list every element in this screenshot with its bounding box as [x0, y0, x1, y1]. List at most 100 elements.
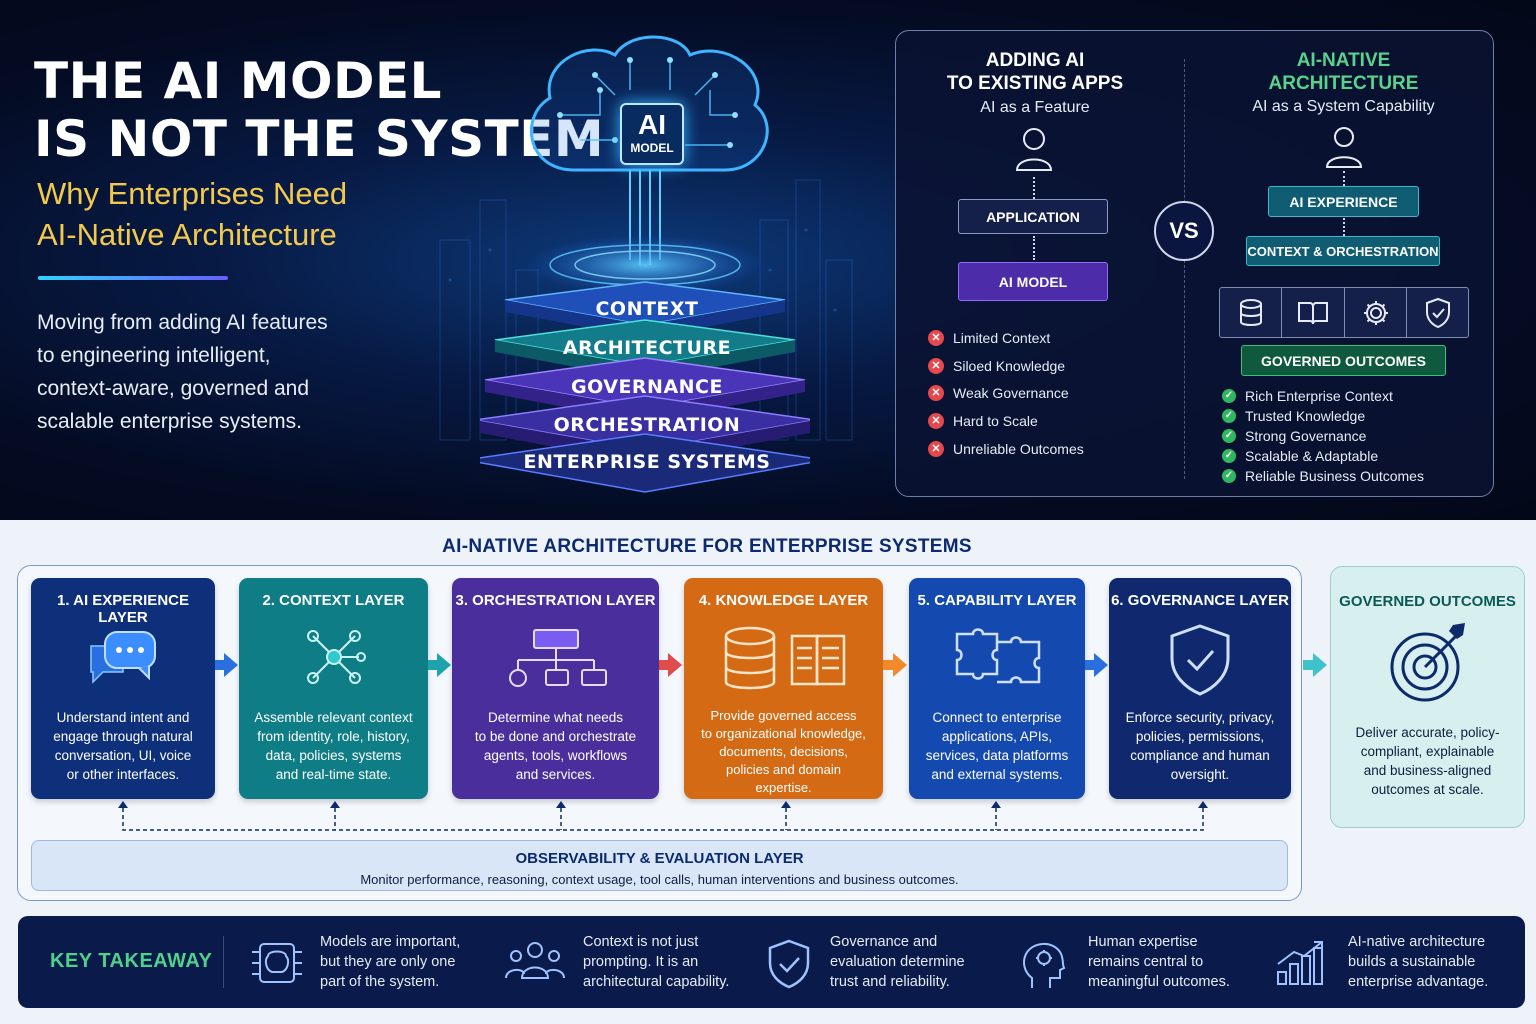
- flow-arrow-icon: [1313, 653, 1327, 677]
- issue-item: ✕Weak Governance: [928, 385, 1069, 401]
- check-icon: ✓: [1222, 409, 1236, 423]
- shield-check-icon: [1425, 297, 1450, 329]
- stack-label-architecture: ARCHITECTURE: [562, 337, 732, 359]
- issue-item: ✕Unreliable Outcomes: [928, 441, 1084, 457]
- layer-context: 2. CONTEXT LAYER Assemble relevant conte…: [239, 578, 428, 799]
- takeaway-text: Governance and evaluation determine trus…: [830, 934, 965, 990]
- network-nodes-icon: [307, 630, 366, 684]
- capability-icons-row: [1219, 287, 1469, 338]
- check-icon: ✓: [1222, 429, 1236, 443]
- benefit-item: ✓Strong Governance: [1222, 428, 1366, 444]
- growth-chart-icon: [1277, 941, 1323, 985]
- observability-description: Monitor performance, reasoning, context …: [360, 872, 959, 887]
- flow-arrow-stem: [659, 660, 669, 670]
- feedback-connectors: [118, 801, 1208, 831]
- left-subheading: AI as a Feature: [980, 99, 1090, 116]
- benefit-item: ✓Rich Enterprise Context: [1222, 388, 1393, 404]
- context-orchestration-box: CONTEXT & ORCHESTRATION: [1246, 236, 1440, 266]
- layer-knowledge: 4. KNOWLEDGE LAYER Provide governed acce…: [684, 578, 883, 799]
- gear-icon: [1363, 301, 1388, 325]
- flow-arrow-stem: [1303, 660, 1314, 670]
- ai-experience-box: AI EXPERIENCE: [1268, 186, 1419, 217]
- flow-arrow-stem: [1085, 660, 1095, 670]
- flow-arrow-stem: [883, 660, 894, 670]
- x-icon: ✕: [928, 413, 944, 429]
- check-icon: ✓: [1222, 389, 1236, 403]
- database-book-icon: [724, 626, 846, 690]
- city-skyline-icon: [439, 179, 853, 441]
- layer-description: Understand intent and engage through nat…: [53, 710, 193, 782]
- connector-dots: [1343, 171, 1345, 186]
- layer-title: 1. AI EXPERIENCE LAYER: [57, 592, 189, 626]
- takeaway-text: AI-native architecture builds a sustaina…: [1348, 934, 1489, 990]
- book-icon: [1298, 302, 1329, 325]
- people-group-icon: [505, 942, 565, 979]
- page-subtitle: Why Enterprises Need AI-Native Architect…: [37, 176, 348, 252]
- observability-layer: OBSERVABILITY & EVALUATION LAYER Monitor…: [31, 840, 1288, 891]
- human-head-icon: [1023, 943, 1066, 988]
- chip-brain-icon: [252, 943, 302, 983]
- panel-divider: [1184, 59, 1185, 479]
- architecture-title: AI-NATIVE ARCHITECTURE FOR ENTERPRISE SY…: [442, 536, 972, 557]
- takeaway-text: Human expertise remains central to meani…: [1088, 934, 1230, 990]
- connector-dots: [1343, 218, 1345, 236]
- layer-description: Assemble relevant context from identity,…: [254, 710, 413, 782]
- layer-title: 3. ORCHESTRATION LAYER: [455, 592, 656, 609]
- shield-check-icon: [768, 939, 810, 989]
- puzzle-icon: [955, 628, 1041, 684]
- icon-cell: [1220, 288, 1283, 337]
- application-box: APPLICATION: [958, 199, 1108, 234]
- flow-arrow-icon: [224, 653, 238, 677]
- x-icon: ✕: [928, 358, 944, 374]
- layer-title: 5. CAPABILITY LAYER: [917, 592, 1077, 609]
- benefit-item: ✓Reliable Business Outcomes: [1222, 468, 1424, 484]
- left-heading: ADDING AI TO EXISTING APPS: [946, 50, 1124, 94]
- flow-arrow-icon: [437, 653, 451, 677]
- layer-description: Connect to enterprise applications, APIs…: [925, 710, 1069, 782]
- stack-label-orchestration: ORCHESTRATION: [553, 414, 741, 436]
- issue-item: ✕Limited Context: [928, 330, 1050, 346]
- ai-model-chip: AI MODEL: [620, 103, 684, 165]
- right-heading: AI-NATIVE ARCHITECTURE: [1268, 50, 1419, 94]
- page-title: THE AI MODEL IS NOT THE SYSTEM: [34, 52, 605, 168]
- ai-model-box: AI MODEL: [958, 262, 1108, 301]
- x-icon: ✕: [928, 330, 944, 346]
- x-icon: ✕: [928, 441, 944, 457]
- layer-ai-experience: 1. AI EXPERIENCE LAYER Understand intent…: [31, 578, 215, 799]
- ai-brain-stack-illustration: [480, 35, 810, 493]
- flow-arrow-icon: [668, 653, 682, 677]
- connector-dots: [1033, 177, 1035, 199]
- key-takeaway-label: KEY TAKEAWAY: [50, 950, 213, 972]
- intro-text: Moving from adding AI features to engine…: [37, 311, 328, 433]
- benefit-item: ✓Scalable & Adaptable: [1222, 448, 1378, 464]
- flow-arrow-stem: [215, 660, 225, 670]
- separator: [223, 936, 224, 988]
- flow-arrow-icon: [893, 653, 907, 677]
- stack-label-context: CONTEXT: [595, 298, 699, 320]
- issue-item: ✕Hard to Scale: [928, 413, 1038, 429]
- outcome-description: Deliver accurate, policy- compliant, exp…: [1355, 725, 1500, 797]
- flow-arrow-icon: [1094, 653, 1108, 677]
- target-icon: [1390, 623, 1465, 702]
- layer-governance: 6. GOVERNANCE LAYER Enforce security, pr…: [1109, 578, 1291, 799]
- layer-title: 4. KNOWLEDGE LAYER: [698, 592, 869, 609]
- database-icon: [1240, 299, 1262, 326]
- x-icon: ✕: [928, 385, 944, 401]
- layer-title: 2. CONTEXT LAYER: [262, 592, 405, 609]
- layer-description: Enforce security, privacy, policies, per…: [1125, 710, 1275, 782]
- governed-outcomes-box: GOVERNED OUTCOMES: [1241, 345, 1446, 376]
- ai-chip-small-label: MODEL: [630, 141, 674, 155]
- observability-title: OBSERVABILITY & EVALUATION LAYER: [515, 850, 804, 867]
- benefit-item: ✓Trusted Knowledge: [1222, 408, 1365, 424]
- right-subheading: AI as a System Capability: [1252, 98, 1435, 115]
- takeaway-text: Context is not just prompting. It is an …: [583, 934, 730, 990]
- icon-cell: [1282, 288, 1345, 337]
- connector-dots: [1033, 236, 1035, 260]
- accent-line: [38, 276, 228, 280]
- key-takeaway-bar: KEY TAKEAWAY Models are important, but t…: [18, 916, 1525, 1008]
- layer-description: Provide governed access to organizationa…: [701, 708, 866, 795]
- user-icon: [1015, 128, 1053, 171]
- stack-label-enterprise-systems: ENTERPRISE SYSTEMS: [523, 451, 771, 473]
- layer-orchestration: 3. ORCHESTRATION LAYER Determine what ne…: [452, 578, 659, 799]
- takeaway-text: Models are important, but they are only …: [320, 934, 461, 990]
